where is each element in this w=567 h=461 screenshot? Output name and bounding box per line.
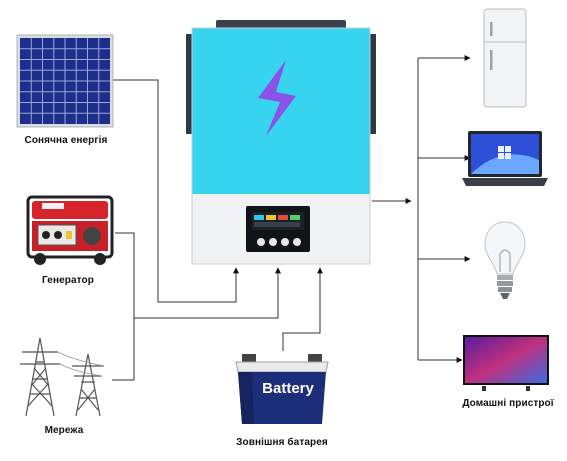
television-icon [463,335,549,391]
battery: Battery [232,350,332,426]
light-bulb-icon [484,221,526,299]
loads-label: Домашні пристрої [462,398,554,409]
load-laptop [462,130,548,188]
solar-wire [112,79,239,303]
solar-panel-icon [16,34,114,128]
solar-label: Сонячна енергія [24,135,108,146]
inverter [186,18,376,270]
power-pylon-icon [20,337,105,417]
battery-label: Зовнішня батарея [236,437,328,448]
generator-icon [26,195,114,265]
load-light-bulb [482,220,528,302]
generator-label: Генератор [42,275,94,286]
battery-wire [282,267,323,351]
battery-icon [235,354,329,424]
load-refrigerator [482,8,528,110]
battery-text: Battery [262,380,314,397]
grid-wire [112,318,135,381]
inverter-icon [186,20,376,265]
load-television [462,334,550,392]
grid-source [18,334,114,418]
laptop-icon [462,131,548,186]
refrigerator-icon [483,8,527,108]
solar-source [16,34,114,128]
generator-source [22,193,118,267]
grid-label: Мережа [44,425,84,436]
